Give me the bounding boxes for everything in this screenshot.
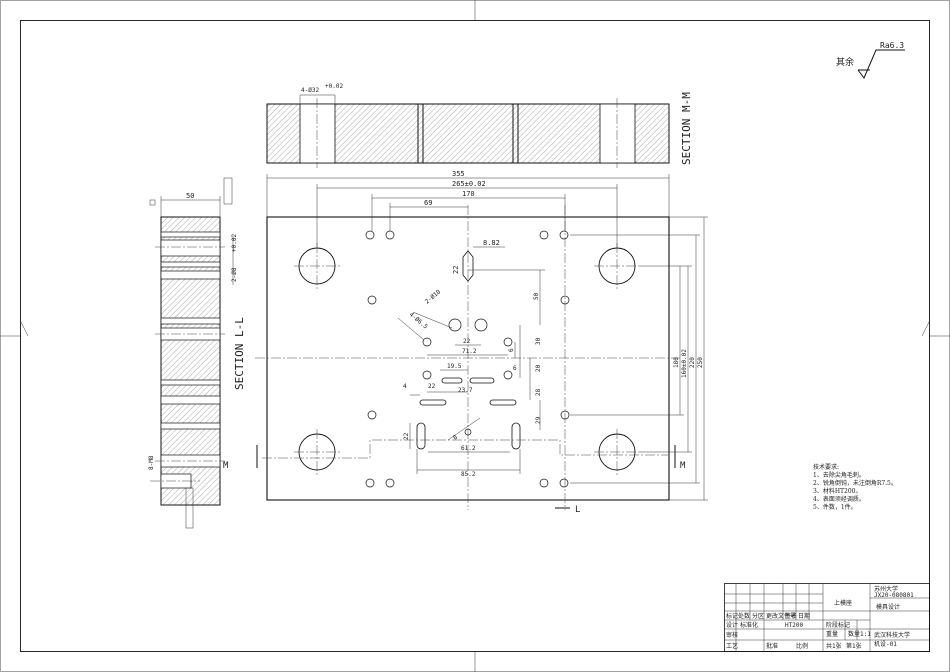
tb-weight: 重量 bbox=[826, 630, 838, 638]
tb-scale: 1:1 bbox=[860, 631, 871, 638]
note-item: 4、表面须经调质。 bbox=[813, 496, 865, 503]
dim-2-phi10: 2-Ø10 bbox=[424, 288, 443, 305]
small-holes bbox=[365, 230, 570, 488]
mm-hole-callout: 4-Ø32 bbox=[301, 87, 319, 94]
note-item: 5、件数，1件。 bbox=[813, 504, 857, 511]
tb-rev-count: 处数 bbox=[738, 612, 750, 620]
tb-drawing-code: 模具设计 bbox=[876, 603, 900, 611]
plan-view: M M L 355 265±0.02 170 69 8.82 22 bbox=[223, 170, 708, 515]
tb-material: HT200 bbox=[785, 622, 803, 629]
notes-title: 技术要求: bbox=[813, 464, 840, 471]
note-item: 1、去除尖角毛刺。 bbox=[813, 472, 865, 479]
dim-29-vertical: 29 bbox=[535, 416, 542, 424]
dim-180: 180 bbox=[673, 357, 680, 368]
tb-designer: 设计 bbox=[726, 621, 738, 629]
dim-250: 250 bbox=[697, 357, 704, 368]
roughness-value: Ra6.3 bbox=[880, 41, 904, 50]
dim-22-horizontal-2: 22 bbox=[428, 383, 436, 390]
ll-thread-dim: 8-M8 bbox=[148, 455, 155, 470]
dim-69: 69 bbox=[424, 199, 432, 207]
section-l-l: 50 2-Ø8 +0.02 8-M8 SECTION L-L bbox=[148, 177, 246, 529]
dim-50-vertical: 50 bbox=[533, 292, 540, 300]
title-block: 苏州大学 JX20-080801 上模座 模具设计 武汉科技大学 机设-01 阶… bbox=[724, 583, 930, 652]
section-mm-hole-left bbox=[299, 103, 336, 164]
tb-rev-mark: 标记 bbox=[726, 612, 738, 620]
tb-school-code: JX20-080801 bbox=[874, 592, 914, 599]
section-m-m: 4-Ø32 +0.02 SECTION M-M bbox=[266, 83, 693, 168]
section-mm-label: SECTION M-M bbox=[680, 92, 693, 165]
tb-date: 日期 bbox=[798, 612, 810, 620]
tb-checker: 审核 bbox=[726, 631, 738, 639]
tb-total: 共1张 bbox=[826, 642, 842, 650]
roughness-symbol: 其余 Ra6.3 bbox=[836, 41, 905, 79]
dim-6-horizontal: 6 bbox=[513, 365, 517, 372]
tb-approver: 批准 bbox=[766, 642, 778, 650]
runner-slots bbox=[416, 250, 521, 450]
ll-width-dim: 50 bbox=[186, 192, 194, 200]
tb-ratio: 比例 bbox=[796, 642, 808, 650]
cut-letter-m-right: M bbox=[680, 461, 686, 471]
tb-university: 武汉科技大学 bbox=[874, 631, 910, 639]
cut-letter-m-left: M bbox=[223, 461, 229, 471]
dim-85-2: 85.2 bbox=[461, 471, 476, 478]
tb-part-name: 上模座 bbox=[834, 599, 852, 607]
dim-22-vertical-2: 22 bbox=[403, 432, 410, 440]
dim-61-2: 61.2 bbox=[461, 445, 476, 452]
tb-count: 数量 bbox=[848, 630, 860, 638]
mm-hole-tolerance: +0.02 bbox=[325, 83, 343, 90]
note-item: 3、材料HT200。 bbox=[813, 488, 862, 495]
tb-class-name: 机设-01 bbox=[874, 640, 897, 648]
dim-19-5: 19.5 bbox=[447, 363, 462, 370]
guide-holes bbox=[298, 247, 636, 471]
dim-265: 265±0.02 bbox=[452, 180, 486, 188]
section-ll-label: SECTION L-L bbox=[233, 317, 246, 390]
tb-stage: 阶段标记 bbox=[826, 621, 850, 629]
dim-71-2: 71.2 bbox=[462, 348, 477, 355]
tb-rev-doc: 更改文件号 bbox=[766, 612, 796, 620]
ll-hole-dim: 2-Ø8 bbox=[231, 267, 238, 282]
dim-20-vertical: 20 bbox=[535, 364, 542, 372]
tb-rev-zone: 分区 bbox=[752, 612, 764, 620]
tb-process: 工艺 bbox=[726, 642, 738, 650]
dim-6-vertical: 6 bbox=[508, 348, 515, 352]
ll-hole-tolerance: +0.02 bbox=[231, 234, 238, 252]
cut-letter-l: L bbox=[575, 505, 580, 515]
drawing-frame bbox=[20, 20, 930, 652]
dim-220: 220 bbox=[689, 357, 696, 368]
dim-170: 170 bbox=[462, 190, 475, 198]
tb-sheet: 第1张 bbox=[846, 642, 862, 650]
dim-22-vertical: 22 bbox=[452, 266, 460, 274]
roughness-prefix: 其余 bbox=[836, 56, 854, 68]
note-item: 2、锐角倒钝，未注倒角R7.5。 bbox=[813, 480, 897, 487]
section-mm-hole-right bbox=[599, 103, 636, 164]
tb-standard: 标准化 bbox=[740, 621, 758, 629]
dim-23-7: 23.7 bbox=[458, 387, 473, 394]
dim-30-vertical: 30 bbox=[535, 337, 542, 345]
tb-sign: 签名 bbox=[785, 612, 797, 620]
dim-4-horizontal: 4 bbox=[403, 383, 407, 390]
dim-160: 160±0.02 bbox=[681, 349, 688, 378]
dim-8-82: 8.82 bbox=[483, 239, 500, 247]
dim-28-vertical: 28 bbox=[535, 388, 542, 396]
tb-school-name: 苏州大学 bbox=[874, 585, 898, 593]
dim-355: 355 bbox=[452, 170, 465, 178]
technical-notes: 技术要求: 1、去除尖角毛刺。 2、锐角倒钝，未注倒角R7.5。 3、材料HT2… bbox=[813, 464, 897, 512]
dim-8-vertical: 8 bbox=[452, 434, 460, 442]
dim-22-horizontal: 22 bbox=[463, 338, 471, 345]
